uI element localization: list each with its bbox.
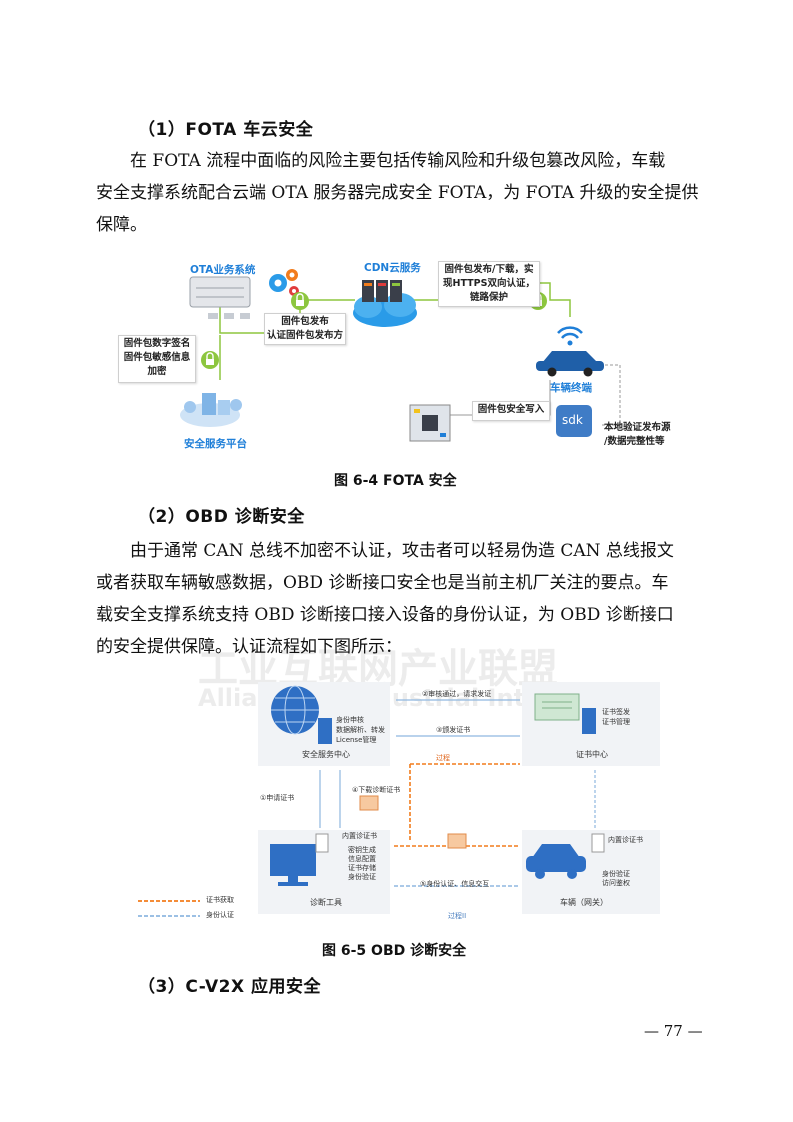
vehicle-icon [526, 844, 586, 879]
lock-icon-2 [201, 351, 219, 369]
section-1-heading: （1）FOTA 车云安全 [138, 120, 314, 140]
https-line: 固件包发布/下载，实 [444, 264, 534, 275]
cert-mini-icon [359, 795, 379, 811]
certificate-icon [534, 693, 580, 721]
sign-line: 固件包数字签名 [123, 338, 191, 349]
section-2-paragraph: 由于通常 CAN 总线不加密不认证，攻击者可以轻易伪造 CAN 总线报文 或者获… [96, 535, 700, 663]
tool-item: 身份验证 [348, 873, 376, 881]
car-label: 车辆（网关） [560, 898, 608, 907]
section-3-heading: （3）C-V2X 应用安全 [138, 977, 322, 997]
page-number: — 77 — [644, 1022, 703, 1040]
figure-1-caption: 图 6-4 FOTA 安全 [334, 473, 457, 489]
cdn-label: CDN云服务 [364, 262, 421, 274]
sec-center-label: 安全服务中心 [302, 750, 350, 759]
process-label: 过程 [436, 754, 450, 762]
legend-cert-label: 证书获取 [206, 896, 234, 904]
paragraph-line: 载安全支撑系统支持 OBD 诊断接口接入设备的身份认证，为 OBD 诊断接口 [96, 605, 674, 625]
sign-box: 固件包数字签名 固件包敏感信息 加密 [118, 335, 196, 383]
write-box: 固件包安全写入 [472, 401, 550, 421]
step-1-label: ①申请证书 [260, 794, 295, 802]
chip-icon [409, 404, 451, 442]
fota-diagram: OTA业务系统 CDN云服务 固件包发布 认证固件包发布方 固件包发布/下载，实… [110, 255, 700, 465]
publish-line: 固件包发布 [281, 316, 329, 327]
platform-label: 安全服务平台 [184, 438, 247, 450]
server-icon [189, 276, 251, 319]
legend-auth-label: 身份认证 [206, 911, 234, 919]
paragraph-line: 安全支撑系统配合云端 OTA 服务器完成安全 FOTA，为 FOTA 升级的安全… [96, 183, 699, 203]
sec-center-item: License管理 [336, 736, 377, 744]
server-tower-icon [318, 718, 332, 744]
local-verify-line: /数据完整性等 [604, 436, 665, 447]
cert-center-item: 证书签发 [602, 708, 630, 716]
sdk-label: sdk [562, 413, 583, 427]
paragraph-line: 或者获取车辆敏感数据，OBD 诊断接口安全也是当前主机厂关注的要点。车 [96, 573, 669, 593]
write-label: 固件包安全写入 [477, 404, 545, 415]
tool-label: 诊断工具 [310, 898, 342, 907]
step-4-label: ④下载诊断证书 [352, 786, 401, 794]
sec-center-item: 身份申核 [336, 716, 364, 724]
cert-center-label: 证书中心 [576, 750, 608, 759]
publish-line: 认证固件包发布方 [266, 330, 343, 341]
tool-item: 密钥生成 [348, 846, 376, 854]
local-verify-line: 本地验证发布源 [604, 422, 671, 433]
fota-diagram-lines [180, 269, 621, 442]
car-icon [536, 351, 604, 377]
cert-center-item: 证书管理 [602, 718, 630, 726]
car-cert-label: 内置诊证书 [608, 836, 643, 844]
sec-center-item: 数据解析、转发 [336, 726, 385, 734]
database-icon [180, 393, 242, 427]
doc-icon-2 [591, 833, 605, 853]
https-box: 固件包发布/下载，实 现HTTPS双向认证， 链路保护 [438, 261, 540, 307]
ota-system-label: OTA业务系统 [190, 264, 256, 276]
paragraph-line: 保障。 [96, 215, 147, 235]
https-line: 现HTTPS双向认证， [443, 278, 535, 289]
paragraph-line: 由于通常 CAN 总线不加密不认证，攻击者可以轻易伪造 CAN 总线报文 [130, 541, 674, 561]
tool-item: 证书存储 [348, 864, 376, 872]
gear-icon [269, 269, 299, 296]
https-line: 链路保护 [469, 292, 508, 303]
publish-box: 固件包发布 认证固件包发布方 [264, 313, 346, 345]
wifi-icon [557, 326, 583, 346]
monitor-icon [270, 844, 316, 886]
step-5-label: ⑤身份认证、信息交互 [420, 880, 490, 888]
section-2-heading: （2）OBD 诊断安全 [138, 507, 305, 527]
doc-icon [315, 833, 329, 853]
cloud-icon [353, 280, 417, 327]
section-1-paragraph: 在 FOTA 流程中面临的风险主要包括传输风险和升级包篡改风险，车载 安全支撑系… [96, 145, 700, 241]
paragraph-line: 的安全提供保障。认证流程如下图所示： [96, 637, 402, 657]
vehicle-label: 车辆终端 [550, 382, 592, 394]
obd-diagram-lines [138, 685, 605, 917]
server-tower-icon-2 [582, 708, 596, 734]
process-2-label: 过程II [448, 912, 467, 920]
car-item: 访问鉴权 [602, 879, 630, 887]
figure-2-caption: 图 6-5 OBD 诊断安全 [322, 943, 467, 959]
step-3-label: ③颁发证书 [436, 726, 471, 734]
globe-icon [271, 685, 319, 735]
sdk-icon [556, 405, 592, 437]
step-2-label: ②审核通过，请求发证 [422, 690, 492, 698]
sign-line: 加密 [147, 366, 167, 377]
car-item: 身份验证 [602, 870, 630, 878]
tool-item: 信息配置 [348, 855, 376, 863]
paragraph-line: 在 FOTA 流程中面临的风险主要包括传输风险和升级包篡改风险，车载 [130, 151, 666, 171]
tool-cert-label: 内置诊证书 [342, 832, 377, 840]
obd-diagram: 身份申核 数据解析、转发 License管理 安全服务中心 ②审核通过，请求发证… [130, 680, 665, 930]
cert-mini-icon [447, 833, 467, 849]
sign-line: 固件包敏感信息 [123, 352, 191, 363]
lock-icon-1 [291, 292, 309, 310]
